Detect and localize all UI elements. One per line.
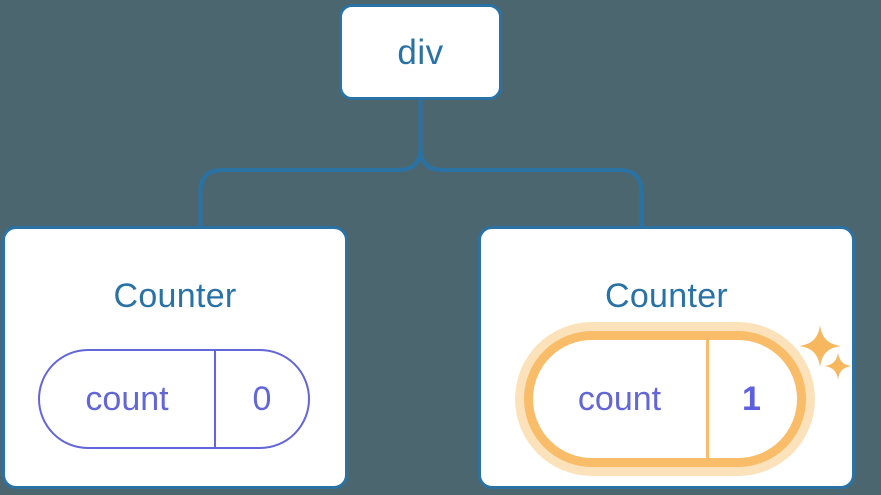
state-key-left: count [40, 351, 216, 447]
state-value-right: 1 [742, 380, 761, 418]
state-pill-left[interactable]: count 0 [38, 349, 310, 449]
counter-left-title: Counter [113, 277, 237, 315]
connector-left-branch [198, 100, 423, 226]
state-pill-left-wrapper: count 0 [38, 349, 310, 449]
counter-right-title: Counter [604, 277, 729, 315]
state-pill-right-highlighted[interactable]: count 1 [524, 331, 806, 467]
state-value-left: 0 [252, 380, 272, 418]
state-key-right: count [533, 340, 709, 458]
state-pill-right-wrapper: count 1 [524, 331, 806, 467]
connector-right-branch [418, 100, 644, 226]
node-div[interactable]: div [339, 4, 502, 100]
node-div-label: div [397, 32, 444, 72]
